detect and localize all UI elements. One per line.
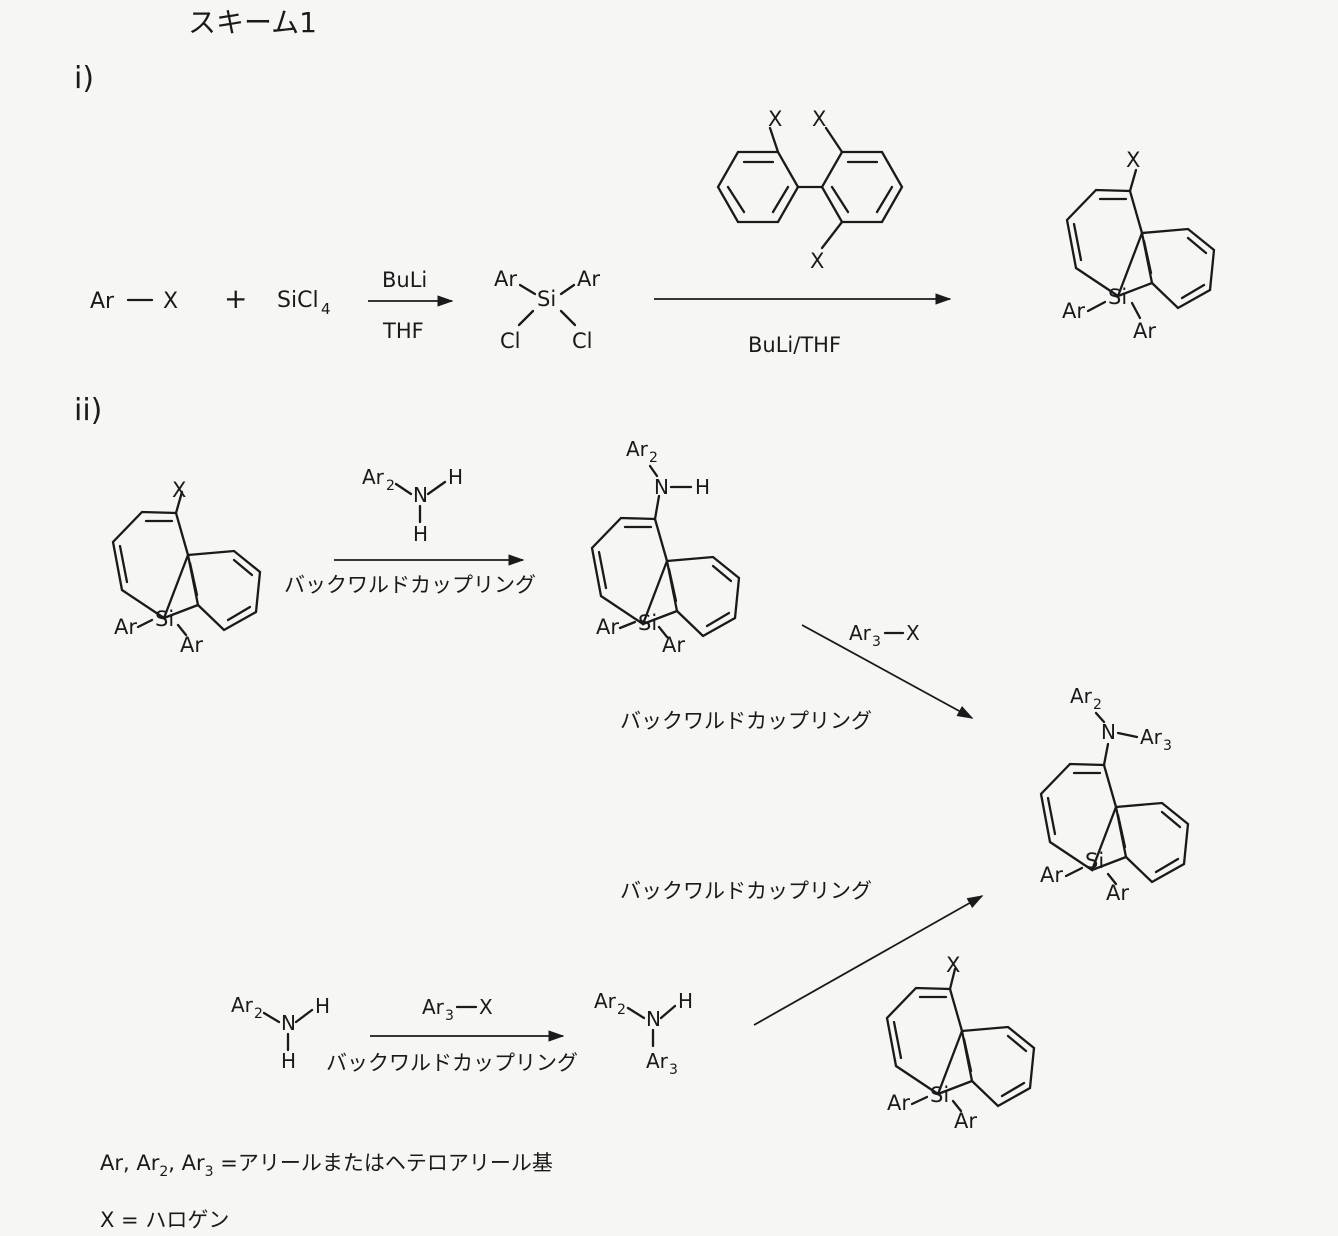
coupling-label-3: バックワルドカップリング [620,879,872,903]
svg-text:Ar, Ar2, Ar3 =アリールまたはヘテロアリール基: Ar, Ar2, Ar3 =アリールまたはヘテロアリール基 [100,1151,553,1180]
svg-text:Ar: Ar [1106,881,1129,905]
reagent-buli-thf: BuLi/THF [748,333,841,357]
svg-text:N: N [1101,720,1116,744]
svg-text:X: X [163,289,178,314]
arrow-step2: BuLi/THF [654,299,950,357]
svg-text:Si: Si [638,611,657,635]
aminated-dibenzosilole: Ar 2 N H Si Ar Ar [592,437,739,657]
coupling-label-1: バックワルドカップリング [284,573,536,597]
arrow-step1: BuLi THF [368,268,452,343]
svg-text:X: X [810,249,824,273]
svg-text:Ar: Ar [1140,725,1163,749]
svg-text:Ar: Ar [231,993,254,1017]
svg-text:Cl: Cl [572,329,593,353]
solvent-thf: THF [382,319,424,343]
dichlorodiarylsilane: Ar Ar Si Cl Cl [494,267,600,353]
tertiary-amine-product: Ar 2 N Ar 3 Si Ar Ar [1040,684,1188,905]
halo-dibenzosilole-start: X Si Ar Ar [113,478,260,657]
reagent-buli: BuLi [382,268,427,292]
svg-text:Ar: Ar [626,437,649,461]
svg-text:Ar: Ar [594,989,617,1013]
svg-text:Cl: Cl [500,329,521,353]
section-i-label: i) [74,61,94,96]
svg-text:X: X [479,995,493,1019]
aryl-halide: Ar X [90,289,178,314]
svg-text:Ar: Ar [1062,299,1085,323]
arrow-arylation-2: バックワルドカップリング [620,879,982,1025]
svg-text:X: X [812,107,826,131]
svg-text:2: 2 [617,1002,626,1018]
svg-text:Ar: Ar [422,995,445,1019]
arrow-secondary-amine: Ar 3 X バックワルドカップリング [326,995,578,1075]
svg-text:X: X [172,478,186,502]
svg-text:Si: Si [537,287,556,311]
scheme-title: スキーム1 [188,6,317,39]
secondary-amine: Ar 2 N H Ar 3 [594,989,693,1078]
svg-text:N: N [646,1007,661,1031]
arrow-amination: バックワルドカップリング [284,560,536,597]
svg-text:Ar: Ar [362,465,385,489]
svg-text:2: 2 [1093,697,1102,713]
svg-text:N: N [281,1011,296,1035]
svg-text:Si: Si [1108,285,1127,309]
svg-text:Ar: Ar [180,633,203,657]
section-ii-label: ii) [74,393,102,428]
svg-text:3: 3 [1163,738,1172,754]
svg-text:H: H [281,1049,296,1073]
coupling-label-4: バックワルドカップリング [326,1051,578,1075]
svg-text:Ar: Ar [596,615,619,639]
primary-amine-start: Ar 2 N H H [231,993,330,1073]
svg-text:H: H [413,522,428,546]
svg-text:SiCl: SiCl [277,288,319,313]
svg-text:Ar: Ar [577,267,600,291]
silicon-tetrachloride: SiCl 4 [277,288,331,318]
svg-text:X: X [1126,148,1140,172]
svg-text:N: N [413,483,428,507]
svg-text:Ar: Ar [1040,863,1063,887]
svg-text:3: 3 [669,1062,678,1078]
svg-text:Ar: Ar [90,289,115,314]
svg-text:4: 4 [321,300,331,318]
svg-text:Ar: Ar [646,1049,669,1073]
svg-text:Ar: Ar [114,615,137,639]
svg-text:N: N [654,475,669,499]
trihalobiphenyl: X X X [718,107,902,273]
svg-text:2: 2 [386,478,395,494]
svg-text:Ar: Ar [1070,684,1093,708]
legend-aryl: Ar, Ar2, Ar3 =アリールまたはヘテロアリール基 [100,1151,553,1180]
svg-text:Ar: Ar [1133,319,1156,343]
svg-text:X: X [768,107,782,131]
svg-text:3: 3 [445,1008,454,1024]
svg-text:Ar: Ar [849,621,872,645]
halo-dibenzosilole-reagent: X Si Ar Ar [887,953,1034,1133]
legend-halogen: X = ハロゲン [100,1208,229,1232]
svg-text:Ar: Ar [887,1091,910,1115]
svg-text:2: 2 [254,1006,263,1022]
svg-text:3: 3 [872,634,881,650]
svg-text:H: H [695,475,710,499]
plus-sign: + [224,282,247,315]
halo-dibenzosilole-product: X Si Ar Ar [1062,148,1214,343]
svg-text:X: X [946,953,960,977]
svg-text:Si: Si [1085,849,1104,873]
coupling-label-2: バックワルドカップリング [620,709,872,733]
svg-text:X: X [906,621,920,645]
svg-text:Si: Si [155,607,174,631]
svg-text:H: H [448,465,463,489]
svg-text:H: H [315,994,330,1018]
svg-text:Ar: Ar [494,267,517,291]
primary-amine-reagent: Ar 2 N H H [362,465,463,546]
svg-text:Si: Si [930,1083,949,1107]
svg-text:2: 2 [649,450,658,466]
svg-text:H: H [678,989,693,1013]
svg-text:Ar: Ar [954,1109,977,1133]
